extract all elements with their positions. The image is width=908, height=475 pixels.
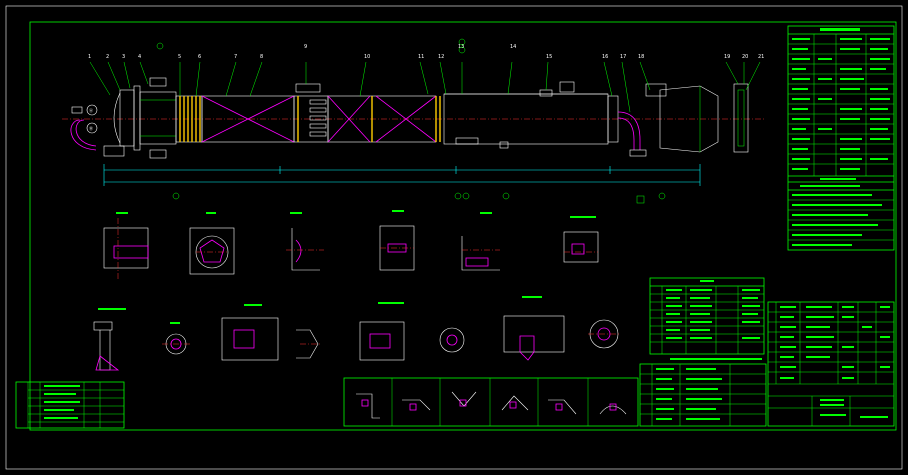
svg-text:11: 11 xyxy=(418,54,424,60)
svg-text:10: 10 xyxy=(364,54,370,60)
svg-text:2: 2 xyxy=(106,54,109,60)
callout-numbers: 1 2 3 4 5 6 7 8 9 10 11 12 13 14 15 16 1… xyxy=(88,44,764,60)
svg-text:Ⓑ: Ⓑ xyxy=(89,125,93,131)
svg-text:4: 4 xyxy=(138,54,141,60)
detail-row-2 xyxy=(93,296,620,371)
weld-detail-strip xyxy=(343,377,639,427)
svg-text:17: 17 xyxy=(620,54,626,60)
detail-row-1 xyxy=(103,210,599,280)
svg-text:3: 3 xyxy=(122,54,125,60)
baffle-set-1 xyxy=(179,96,201,142)
svg-text:9: 9 xyxy=(304,44,307,50)
main-vessel-view: Ⓐ Ⓑ xyxy=(62,38,765,204)
inner-frame xyxy=(29,21,897,431)
svg-text:8: 8 xyxy=(260,54,263,60)
spec-table xyxy=(787,25,895,251)
svg-text:18: 18 xyxy=(638,54,644,60)
weld-table xyxy=(639,363,767,427)
revision-block xyxy=(15,381,125,429)
svg-text:Ⓐ: Ⓐ xyxy=(89,107,93,113)
parts-list xyxy=(767,301,895,427)
svg-text:21: 21 xyxy=(758,54,764,60)
svg-text:1: 1 xyxy=(88,54,91,60)
svg-text:15: 15 xyxy=(546,54,552,60)
nozzle-table xyxy=(649,277,765,360)
svg-text:19: 19 xyxy=(724,54,730,60)
svg-text:16: 16 xyxy=(602,54,608,60)
svg-text:14: 14 xyxy=(510,44,516,50)
svg-text:12: 12 xyxy=(438,54,444,60)
svg-text:7: 7 xyxy=(234,54,237,60)
outer-border xyxy=(5,5,903,470)
svg-text:5: 5 xyxy=(178,54,181,60)
svg-text:6: 6 xyxy=(198,54,201,60)
svg-text:20: 20 xyxy=(742,54,748,60)
